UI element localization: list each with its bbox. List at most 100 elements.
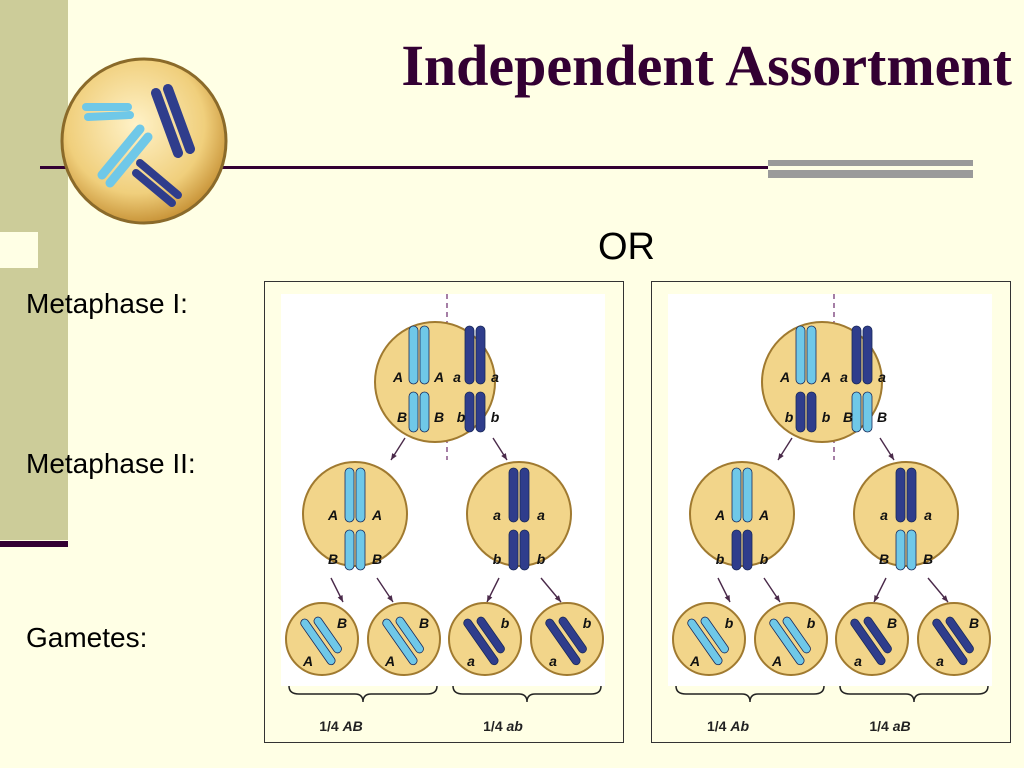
allele-label: b	[491, 409, 500, 425]
arrow-head	[387, 595, 393, 602]
cell	[448, 602, 522, 676]
brace	[839, 685, 989, 703]
cell	[530, 602, 604, 676]
or-label: OR	[598, 226, 655, 268]
allele-label: B	[337, 615, 347, 631]
chromosome	[508, 467, 530, 523]
chromosome	[895, 467, 917, 523]
gamete-chromosomes	[850, 616, 892, 666]
allele-label: B	[879, 551, 889, 567]
gamete-chromosomes	[932, 616, 974, 666]
cell	[672, 602, 746, 676]
arrow-head	[874, 595, 880, 602]
cell	[917, 602, 991, 676]
cell	[466, 461, 572, 567]
chromosome-pair	[464, 325, 486, 385]
arrow-head	[501, 453, 507, 460]
allele-label: A	[392, 369, 403, 385]
chromosome	[731, 529, 753, 571]
allele-label: B	[372, 551, 382, 567]
allele-label: b	[716, 551, 725, 567]
cell	[285, 602, 359, 676]
allele-label: a	[854, 653, 862, 669]
allele-label: A	[758, 507, 769, 523]
cell-illustration	[60, 57, 228, 225]
allele-label: A	[820, 369, 831, 385]
allele-label: b	[457, 409, 466, 425]
cell	[302, 461, 408, 567]
arrow-head	[774, 595, 780, 602]
allele-label: B	[843, 409, 853, 425]
allele-label: b	[493, 551, 502, 567]
gamete-chromosomes	[687, 616, 729, 666]
allele-label: b	[807, 615, 816, 631]
allele-label: a	[453, 369, 461, 385]
gamete-caption-2: 1/4 ab	[483, 718, 523, 734]
allele-label: A	[384, 653, 395, 669]
allele-label: B	[419, 615, 429, 631]
allele-label: a	[924, 507, 932, 523]
chromosome-pair	[795, 391, 817, 433]
allele-label: B	[397, 409, 407, 425]
gamete-caption-1: 1/4 Ab	[706, 718, 750, 734]
brace	[288, 685, 438, 703]
cell	[835, 602, 909, 676]
allele-label: b	[583, 615, 592, 631]
chromosome-pair	[795, 325, 817, 385]
gamete-chromosomes	[545, 616, 587, 666]
gamete-chromosomes	[463, 616, 505, 666]
allele-label: b	[501, 615, 510, 631]
arrow-head	[554, 595, 561, 602]
allele-label: a	[491, 369, 499, 385]
sidebar-accent-bar	[0, 541, 68, 547]
cell	[754, 602, 828, 676]
allele-label: A	[779, 369, 790, 385]
chromosome	[344, 467, 366, 523]
sidebar-decoration	[0, 0, 68, 540]
chromosome-pair	[464, 391, 486, 433]
chromosome-pair	[408, 391, 430, 433]
chromosome-pair	[851, 325, 873, 385]
allele-label: b	[760, 551, 769, 567]
allele-label: b	[822, 409, 831, 425]
gamete-chromosomes	[382, 616, 424, 666]
page-title: Independent Assortment	[401, 33, 1012, 98]
allele-label: A	[371, 507, 382, 523]
label-metaphase-2: Metaphase II:	[26, 448, 196, 479]
title-rule-accent	[768, 160, 973, 178]
arrow-head	[778, 453, 784, 460]
allele-label: A	[771, 653, 782, 669]
allele-label: A	[689, 653, 700, 669]
allele-label: B	[328, 551, 338, 567]
gamete-chromosomes	[300, 616, 342, 666]
allele-label: a	[467, 653, 475, 669]
gamete-chromosomes	[769, 616, 811, 666]
allele-label: b	[785, 409, 794, 425]
arrow-head	[337, 595, 343, 602]
chromosome-pair	[408, 325, 430, 385]
gamete-caption-1: 1/4 AB	[319, 718, 363, 734]
allele-label: a	[880, 507, 888, 523]
arrow-head	[391, 453, 397, 460]
chromosome	[508, 529, 530, 571]
title-rule	[40, 166, 770, 169]
arrow-head	[487, 595, 493, 602]
allele-label: A	[302, 653, 313, 669]
allele-label: a	[936, 653, 944, 669]
allele-label: B	[887, 615, 897, 631]
cell	[689, 461, 795, 567]
allele-label: a	[549, 653, 557, 669]
cell	[853, 461, 959, 567]
arrow-head	[888, 453, 894, 460]
arrow-head	[724, 595, 730, 602]
allele-label: b	[725, 615, 734, 631]
chromosome	[344, 529, 366, 571]
allele-label: b	[537, 551, 546, 567]
allele-label: a	[878, 369, 886, 385]
allele-label: B	[434, 409, 444, 425]
allele-label: B	[923, 551, 933, 567]
label-gametes: Gametes:	[26, 622, 148, 653]
